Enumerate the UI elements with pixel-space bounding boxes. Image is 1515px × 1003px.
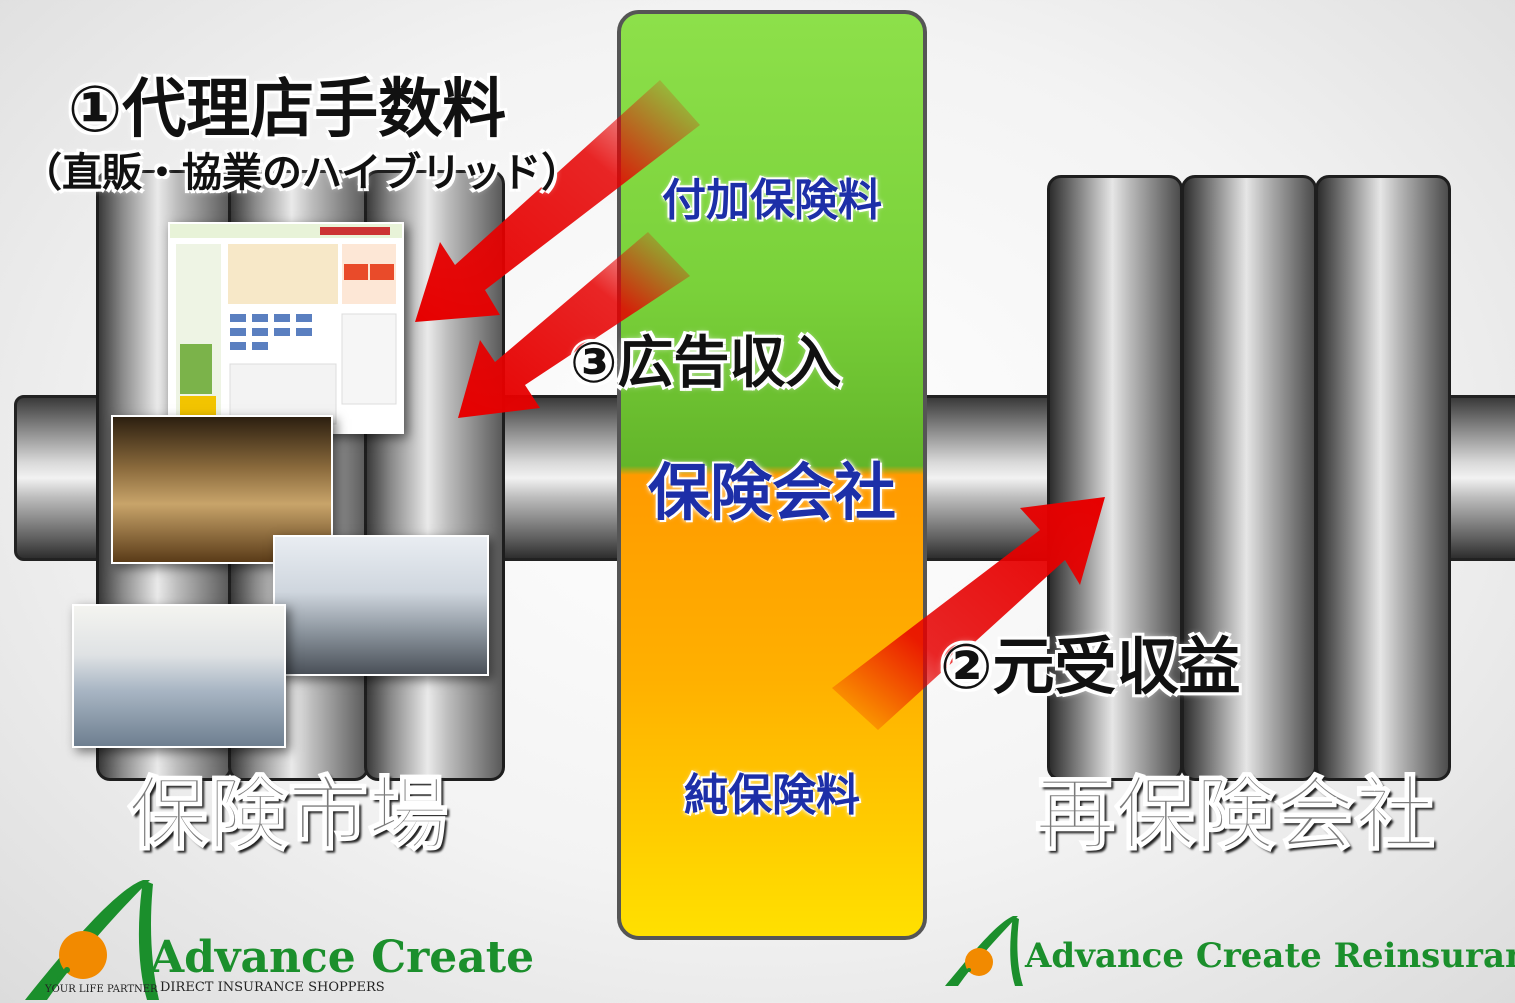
agency-fee-arrow	[415, 80, 700, 322]
right-weight-plate	[1315, 175, 1451, 781]
advance-create-reinsurance-logo-mark	[945, 916, 1023, 986]
website-screenshot-graphic	[170, 224, 402, 425]
net-premium-label: 純保険料	[684, 770, 860, 821]
right-weight-plate	[1047, 175, 1183, 781]
ad-income-arrow	[458, 232, 690, 418]
loading-premium-label: 付加保険料	[662, 175, 882, 226]
insurer-label: 保険会社	[647, 456, 896, 529]
underwriting-profit-label: ②元受収益	[940, 630, 1241, 703]
advance-create-tagline: YOUR LIFE PARTNER	[45, 984, 158, 995]
insurance-market-label: 保険市場	[127, 767, 449, 862]
office-staff-photo	[72, 604, 286, 748]
ad-income-label: ③広告収入	[570, 331, 842, 396]
advance-create-subtitle: DIRECT INSURANCE SHOPPERS	[160, 980, 385, 995]
advance-create-logo-mark	[25, 880, 159, 1000]
website-screenshot	[168, 222, 404, 434]
advance-create-logo-name: Advance Create	[150, 932, 535, 983]
agency-fee-label: ①代理店手数料	[68, 73, 507, 147]
underwriting-profit-arrow	[832, 497, 1105, 730]
advance-create-reinsurance-logo-name: Advance Create Reinsuran	[1025, 936, 1515, 976]
agency-fee-note: （直販・協業のハイブリッド）	[22, 150, 582, 196]
call-center-photo	[273, 535, 489, 676]
insurer-column: 付加保険料 保険会社 純保険料	[617, 10, 927, 940]
reinsurer-label: 再保険会社	[1034, 767, 1436, 862]
